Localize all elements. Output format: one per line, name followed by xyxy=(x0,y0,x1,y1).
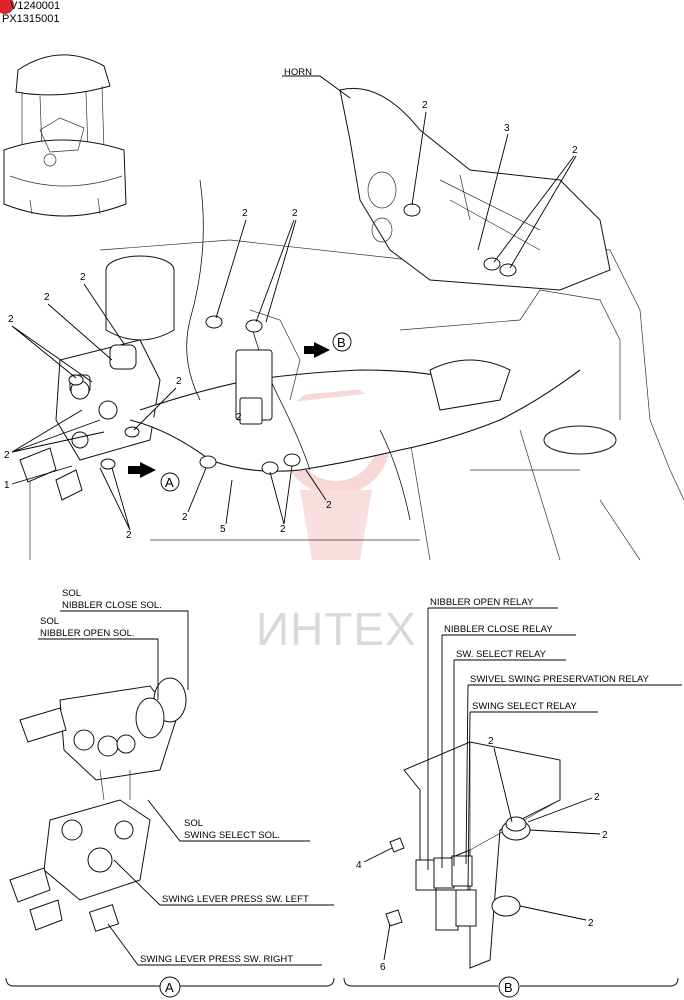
callout-13: 2 xyxy=(182,512,188,523)
callout-9: 2 xyxy=(176,376,182,387)
callout-14: 5 xyxy=(220,524,226,535)
callout-10: 2 xyxy=(4,450,10,461)
machine-inset xyxy=(3,54,127,217)
swing-lever-left-label: SWING LEVER PRESS SW. LEFT xyxy=(162,894,309,905)
main-callouts: HORN 2 3 2 2 2 2 2 2 2 2 1 2 2 5 2 2 2 xyxy=(4,67,578,541)
horn-label: HORN xyxy=(284,67,312,78)
callout-6: 2 xyxy=(80,272,86,283)
nibbler-close-relay-label: NIBBLER CLOSE RELAY xyxy=(444,624,553,635)
callout-1: 2 xyxy=(422,100,428,111)
callout-7: 2 xyxy=(44,292,50,303)
badge-icon xyxy=(0,0,14,14)
callout-4: 2 xyxy=(242,208,248,219)
callout-2: 3 xyxy=(504,123,510,134)
sol-label-1: SOL xyxy=(62,588,81,599)
b-callout-2a: 2 xyxy=(488,736,494,747)
detail-a-labels: SOL NIBBLER CLOSE SOL. SOL NIBBLER OPEN … xyxy=(5,588,335,998)
view-b-marker xyxy=(332,332,352,352)
code-top: V1240001 xyxy=(10,0,60,12)
section-b-label: B xyxy=(504,980,513,995)
callout-8: 2 xyxy=(8,314,14,325)
detail-b-drawing xyxy=(385,741,561,969)
swing-select-sol-label: SWING SELECT SOL. xyxy=(184,830,280,841)
swing-lever-right-label: SWING LEVER PRESS SW. RIGHT xyxy=(140,954,293,965)
section-a-marker xyxy=(159,976,181,998)
callout-11: 1 xyxy=(4,480,10,491)
callout-15: 2 xyxy=(280,524,286,535)
section-a-label: A xyxy=(165,980,174,995)
callout-5: 2 xyxy=(292,208,298,219)
view-a-arrow-icon xyxy=(128,462,156,478)
b-callout-4: 4 xyxy=(356,860,362,871)
section-b-marker xyxy=(498,976,520,998)
watermark-text: ИНТЕХ xyxy=(256,603,417,655)
view-b-marker-label: B xyxy=(337,335,346,350)
detail-b-labels: NIBBLER OPEN RELAY NIBBLER CLOSE RELAY S… xyxy=(343,597,682,998)
view-a-marker-label: A xyxy=(165,475,174,490)
detail-a-drawing xyxy=(9,677,187,932)
b-callout-2d: 2 xyxy=(588,918,594,929)
callout-12: 2 xyxy=(126,530,132,541)
doc-header: V1240001 PX1315001 xyxy=(0,0,60,25)
b-callout-2c: 2 xyxy=(602,830,608,841)
callout-16: 2 xyxy=(326,500,332,511)
sol-label-3: SOL xyxy=(184,818,203,829)
sol-label-2: SOL xyxy=(40,616,59,627)
nibbler-close-sol-label: NIBBLER CLOSE SOL. xyxy=(62,600,162,611)
callout-3: 2 xyxy=(572,145,578,156)
swivel-swing-relay-label: SWIVEL SWING PRESERVATION RELAY xyxy=(470,674,650,685)
b-callout-6: 6 xyxy=(380,962,386,973)
view-a-marker xyxy=(160,472,180,492)
callout-17: 2 xyxy=(236,412,242,423)
view-b-arrow-icon xyxy=(304,342,330,358)
sw-select-relay-label: SW. SELECT RELAY xyxy=(456,649,547,660)
code-bottom: PX1315001 xyxy=(2,13,60,25)
b-callout-2b: 2 xyxy=(594,792,600,803)
nibbler-open-sol-label: NIBBLER OPEN SOL. xyxy=(40,628,135,639)
swing-select-relay-label: SWING SELECT RELAY xyxy=(472,701,577,712)
nibbler-open-relay-label: NIBBLER OPEN RELAY xyxy=(430,597,534,608)
